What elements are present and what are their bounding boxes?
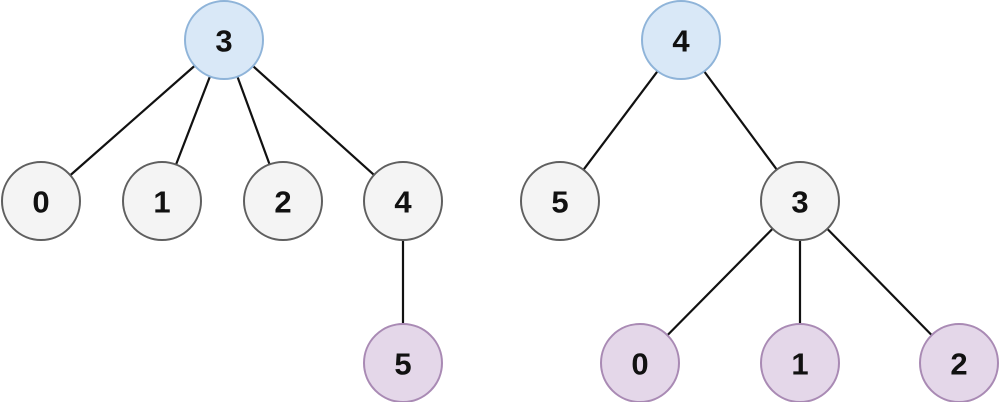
node-circle-4[interactable] — [641, 0, 721, 80]
tree-node-1[interactable]: 1 — [760, 323, 840, 402]
node-circle-1[interactable] — [122, 161, 202, 241]
node-label-3: 3 — [215, 24, 232, 59]
node-label-2: 2 — [274, 185, 291, 220]
node-circle-0[interactable] — [1, 161, 81, 241]
node-circle-5[interactable] — [520, 161, 600, 241]
node-circle-1[interactable] — [760, 323, 840, 402]
tree-edge-4-5 — [582, 70, 659, 171]
node-label-0: 0 — [32, 185, 49, 220]
node-label-5: 5 — [551, 185, 568, 220]
tree-node-2[interactable]: 2 — [919, 323, 999, 402]
tree-edge-3-2 — [236, 76, 271, 165]
tree-node-5[interactable]: 5 — [520, 161, 600, 241]
tree-edge-3-0 — [69, 64, 196, 177]
tree-node-0[interactable]: 0 — [1, 161, 81, 241]
tree-node-3[interactable]: 3 — [184, 0, 264, 80]
node-label-0: 0 — [631, 347, 648, 382]
node-label-1: 1 — [153, 185, 170, 220]
tree-node-3[interactable]: 3 — [760, 161, 840, 241]
node-circle-5[interactable] — [363, 323, 443, 402]
node-label-1: 1 — [791, 347, 808, 382]
tree-node-5[interactable]: 5 — [363, 323, 443, 402]
node-label-4: 4 — [394, 185, 412, 220]
node-label-3: 3 — [791, 185, 808, 220]
tree-node-0[interactable]: 0 — [600, 323, 680, 402]
tree-edge-3-1 — [174, 75, 212, 166]
tree-node-2[interactable]: 2 — [243, 161, 323, 241]
tree-node-1[interactable]: 1 — [122, 161, 202, 241]
tree-node-4[interactable]: 4 — [363, 161, 443, 241]
tree-edge-3-0 — [666, 227, 774, 337]
node-circle-4[interactable] — [363, 161, 443, 241]
node-circle-3[interactable] — [760, 161, 840, 241]
tree-node-4[interactable]: 4 — [641, 0, 721, 80]
node-circle-2[interactable] — [919, 323, 999, 402]
node-label-2: 2 — [950, 347, 967, 382]
tree-edge-4-3 — [703, 70, 778, 171]
tree-edge-3-4 — [252, 65, 375, 176]
tree-edge-3-2 — [826, 228, 933, 336]
node-circle-2[interactable] — [243, 161, 323, 241]
node-label-4: 4 — [672, 24, 690, 59]
node-label-5: 5 — [394, 347, 411, 382]
edges-layer — [69, 64, 933, 337]
node-circle-3[interactable] — [184, 0, 264, 80]
node-circle-0[interactable] — [600, 323, 680, 402]
